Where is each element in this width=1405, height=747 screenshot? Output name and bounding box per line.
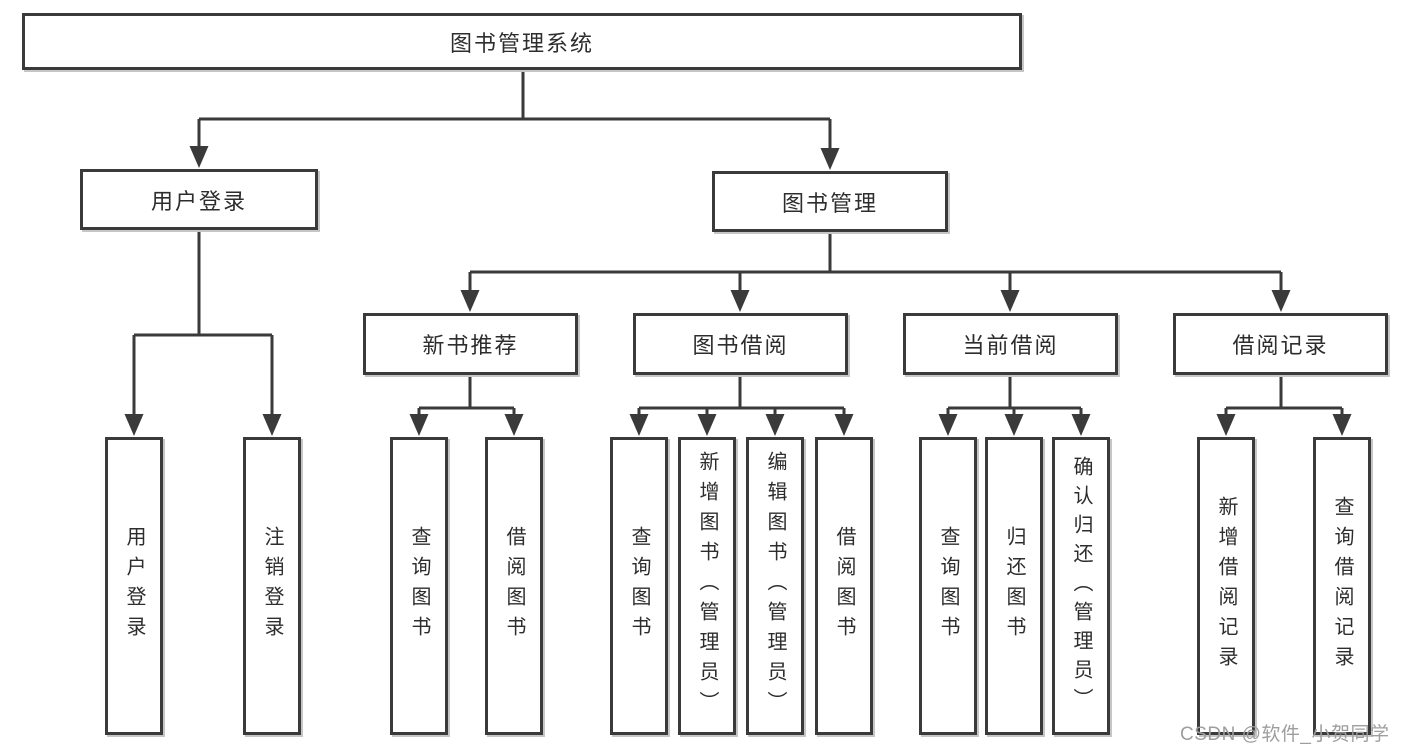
arrowhead-new-books <box>460 290 480 312</box>
leaf-bb-query-books-label: 查询图书 <box>628 526 650 646</box>
arrowhead-book-mgmt <box>820 148 840 170</box>
arrowhead-leaf-login <box>124 414 144 436</box>
arrowhead-bb-query <box>629 414 649 436</box>
arrowhead-nb-borrow <box>504 414 524 436</box>
node-current-borrow: 当前借阅 <box>903 313 1118 375</box>
leaf-br-add-record: 新增借阅记录 <box>1197 437 1255 735</box>
arrowhead-br-query <box>1332 414 1352 436</box>
connector-root-to-level2 <box>197 70 832 152</box>
arrowhead-bb-edit <box>765 414 785 436</box>
leaf-cb-return-books-label: 归还图书 <box>1003 526 1025 646</box>
arrowhead-book-borrow <box>730 290 750 312</box>
arrowhead-br-add <box>1216 414 1236 436</box>
leaf-cb-confirm-return-admin: 确认归还（管理员） <box>1052 437 1110 735</box>
node-new-books-label: 新书推荐 <box>422 333 519 358</box>
connector-book-mgmt-to-level3 <box>468 232 1283 294</box>
arrowhead-cb-confirm <box>1071 414 1091 436</box>
connector-current-borrow-to-leaves <box>946 375 1083 418</box>
node-root-label: 图书管理系统 <box>449 30 594 56</box>
leaf-bb-add-books-admin: 新增图书（管理员） <box>678 437 736 735</box>
connector-book-borrow-to-leaves <box>637 375 846 418</box>
arrowhead-cb-return <box>1004 414 1024 436</box>
node-book-mgmt-label: 图书管理 <box>781 190 878 216</box>
connector-borrow-records-to-leaves <box>1224 375 1344 418</box>
node-user-login-label: 用户登录 <box>150 188 247 214</box>
leaf-br-add-record-label: 新增借阅记录 <box>1215 496 1237 676</box>
node-current-borrow-label: 当前借阅 <box>962 333 1059 358</box>
node-book-borrow-label: 图书借阅 <box>692 333 789 358</box>
leaf-bb-borrow-books-label: 借阅图书 <box>833 526 855 646</box>
leaf-br-query-record: 查询借阅记录 <box>1313 437 1371 735</box>
arrowhead-cb-query <box>938 414 958 436</box>
leaf-cb-confirm-return-admin-label: 确认归还（管理员） <box>1070 455 1092 717</box>
node-new-books: 新书推荐 <box>363 313 578 375</box>
arrowhead-borrow-records <box>1271 290 1291 312</box>
leaf-nb-query-books: 查询图书 <box>390 437 448 735</box>
node-book-mgmt: 图书管理 <box>712 171 948 232</box>
arrowhead-current-borrow <box>1000 290 1020 312</box>
leaf-nb-borrow-books-label: 借阅图书 <box>503 526 525 646</box>
node-root-system: 图书管理系统 <box>22 13 1022 70</box>
node-user-login: 用户登录 <box>80 169 318 230</box>
leaf-bb-query-books: 查询图书 <box>610 437 668 735</box>
leaf-bb-add-books-admin-label: 新增图书（管理员） <box>696 451 718 721</box>
connector-new-books-to-leaves <box>417 375 516 418</box>
node-borrow-records: 借阅记录 <box>1173 313 1388 375</box>
leaf-bb-borrow-books: 借阅图书 <box>815 437 873 735</box>
leaf-cb-return-books: 归还图书 <box>985 437 1043 735</box>
arrowhead-nb-query <box>409 414 429 436</box>
arrowhead-bb-borrow <box>834 414 854 436</box>
arrowhead-user-login <box>189 146 209 168</box>
leaf-cb-query-books: 查询图书 <box>919 437 977 735</box>
leaf-user-login: 用户登录 <box>105 437 163 735</box>
arrowhead-leaf-logout <box>262 414 282 436</box>
connector-user-login-to-leaves <box>132 230 274 418</box>
leaf-logout-label: 注销登录 <box>261 526 283 646</box>
leaf-bb-edit-books-admin: 编辑图书（管理员） <box>746 437 804 735</box>
leaf-bb-edit-books-admin-label: 编辑图书（管理员） <box>764 451 786 721</box>
leaf-br-query-record-label: 查询借阅记录 <box>1331 496 1353 676</box>
leaf-cb-query-books-label: 查询图书 <box>937 526 959 646</box>
node-book-borrow: 图书借阅 <box>633 313 848 375</box>
leaf-logout: 注销登录 <box>243 437 301 735</box>
leaf-user-login-label: 用户登录 <box>123 526 145 646</box>
node-borrow-records-label: 借阅记录 <box>1232 333 1329 358</box>
leaf-nb-borrow-books: 借阅图书 <box>485 437 543 735</box>
leaf-nb-query-books-label: 查询图书 <box>408 526 430 646</box>
csdn-watermark: CSDN @软件_小贺同学 <box>1180 724 1390 745</box>
arrowhead-bb-add <box>697 414 717 436</box>
